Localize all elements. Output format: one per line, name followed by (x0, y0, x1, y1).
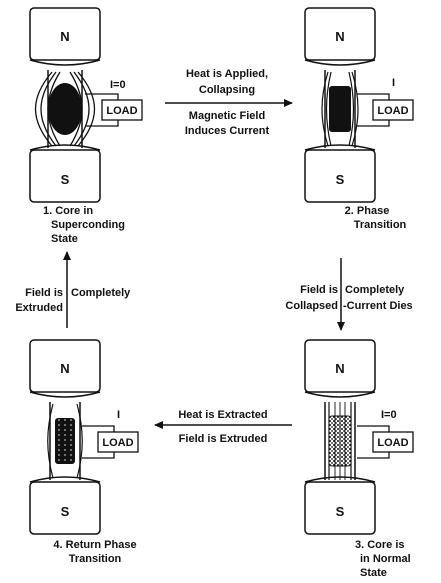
svg-text:Heat is Applied,: Heat is Applied, (186, 68, 268, 80)
svg-text:Field is: Field is (25, 287, 63, 299)
stage-2-magnet: N S LOAD I (304, 7, 414, 203)
svg-text:in Normal: in Normal (360, 553, 411, 565)
svg-text:LOAD: LOAD (377, 437, 408, 449)
north-label: N (60, 29, 69, 44)
svg-text:Collapsed: Collapsed (285, 300, 338, 312)
svg-text:LOAD: LOAD (377, 105, 408, 117)
svg-text:S: S (336, 504, 345, 519)
svg-text:3. Core is: 3. Core is (355, 539, 405, 551)
load-circuit: LOAD I=0 (85, 79, 143, 127)
svg-text:4. Return Phase: 4. Return Phase (53, 539, 136, 551)
field-region (47, 402, 83, 480)
core (329, 86, 351, 132)
svg-text:Superconding: Superconding (51, 219, 125, 231)
stage-1-magnet: N S LOAD I=0 (29, 7, 143, 203)
stage-4-caption: 4. Return Phase Transition (53, 539, 136, 565)
south-pole: S (304, 476, 376, 535)
svg-text:State: State (51, 233, 78, 245)
svg-text:Completely: Completely (345, 284, 405, 296)
load-circuit: LOAD I (357, 77, 414, 127)
svg-text:Field is Extruded: Field is Extruded (179, 433, 268, 445)
svg-text:Induces Current: Induces Current (185, 125, 270, 137)
load-circuit: LOAD I (82, 409, 139, 459)
svg-text:N: N (335, 361, 344, 376)
svg-text:I: I (392, 77, 395, 89)
svg-text:N: N (60, 361, 69, 376)
svg-text:Transition: Transition (354, 219, 407, 231)
svg-text:2. Phase: 2. Phase (345, 205, 390, 217)
current-label: I=0 (110, 79, 126, 91)
transition-4-to-1: Field is Extruded Completely (15, 251, 131, 328)
field-region (34, 70, 96, 148)
field-region (324, 402, 356, 480)
south-pole: S (29, 476, 101, 535)
svg-text:I: I (117, 409, 120, 421)
field-region (321, 70, 359, 148)
transition-1-to-2: Heat is Applied, Collapsing Magnetic Fie… (165, 68, 293, 137)
svg-text:N: N (335, 29, 344, 44)
transition-2-to-3: Field is Collapsed Completely -Current D… (285, 258, 413, 331)
svg-text:I=0: I=0 (381, 409, 397, 421)
svg-text:Magnetic Field: Magnetic Field (189, 110, 265, 122)
svg-text:1. Core in: 1. Core in (43, 205, 93, 217)
svg-text:Extruded: Extruded (15, 302, 63, 314)
core (48, 83, 82, 135)
stage-1-caption: 1. Core in Superconding State (43, 205, 125, 245)
svg-text:Field is: Field is (300, 284, 338, 296)
load-label: LOAD (106, 105, 137, 117)
stage-2-caption: 2. Phase Transition (345, 205, 407, 231)
north-pole: N (304, 339, 376, 398)
south-pole: S (29, 144, 101, 203)
north-pole: N (29, 7, 101, 66)
transition-3-to-4: Heat is Extracted Field is Extruded (154, 409, 292, 445)
stage-4-magnet: N S LOAD I (29, 339, 139, 535)
svg-text:Collapsing: Collapsing (199, 84, 255, 96)
svg-text:-Current Dies: -Current Dies (343, 300, 413, 312)
stage-3-caption: 3. Core is in Normal State (355, 539, 411, 579)
svg-text:Completely: Completely (71, 287, 131, 299)
svg-text:Transition: Transition (69, 553, 122, 565)
svg-text:S: S (336, 172, 345, 187)
svg-text:Heat is Extracted: Heat is Extracted (178, 409, 267, 421)
north-pole: N (304, 7, 376, 66)
north-pole: N (29, 339, 101, 398)
stage-3-magnet: N S LOAD I=0 (304, 339, 414, 535)
svg-text:LOAD: LOAD (102, 437, 133, 449)
svg-text:State: State (360, 567, 387, 579)
south-label: S (61, 172, 70, 187)
load-circuit: LOAD I=0 (357, 409, 414, 459)
south-pole: S (304, 144, 376, 203)
svg-text:S: S (61, 504, 70, 519)
